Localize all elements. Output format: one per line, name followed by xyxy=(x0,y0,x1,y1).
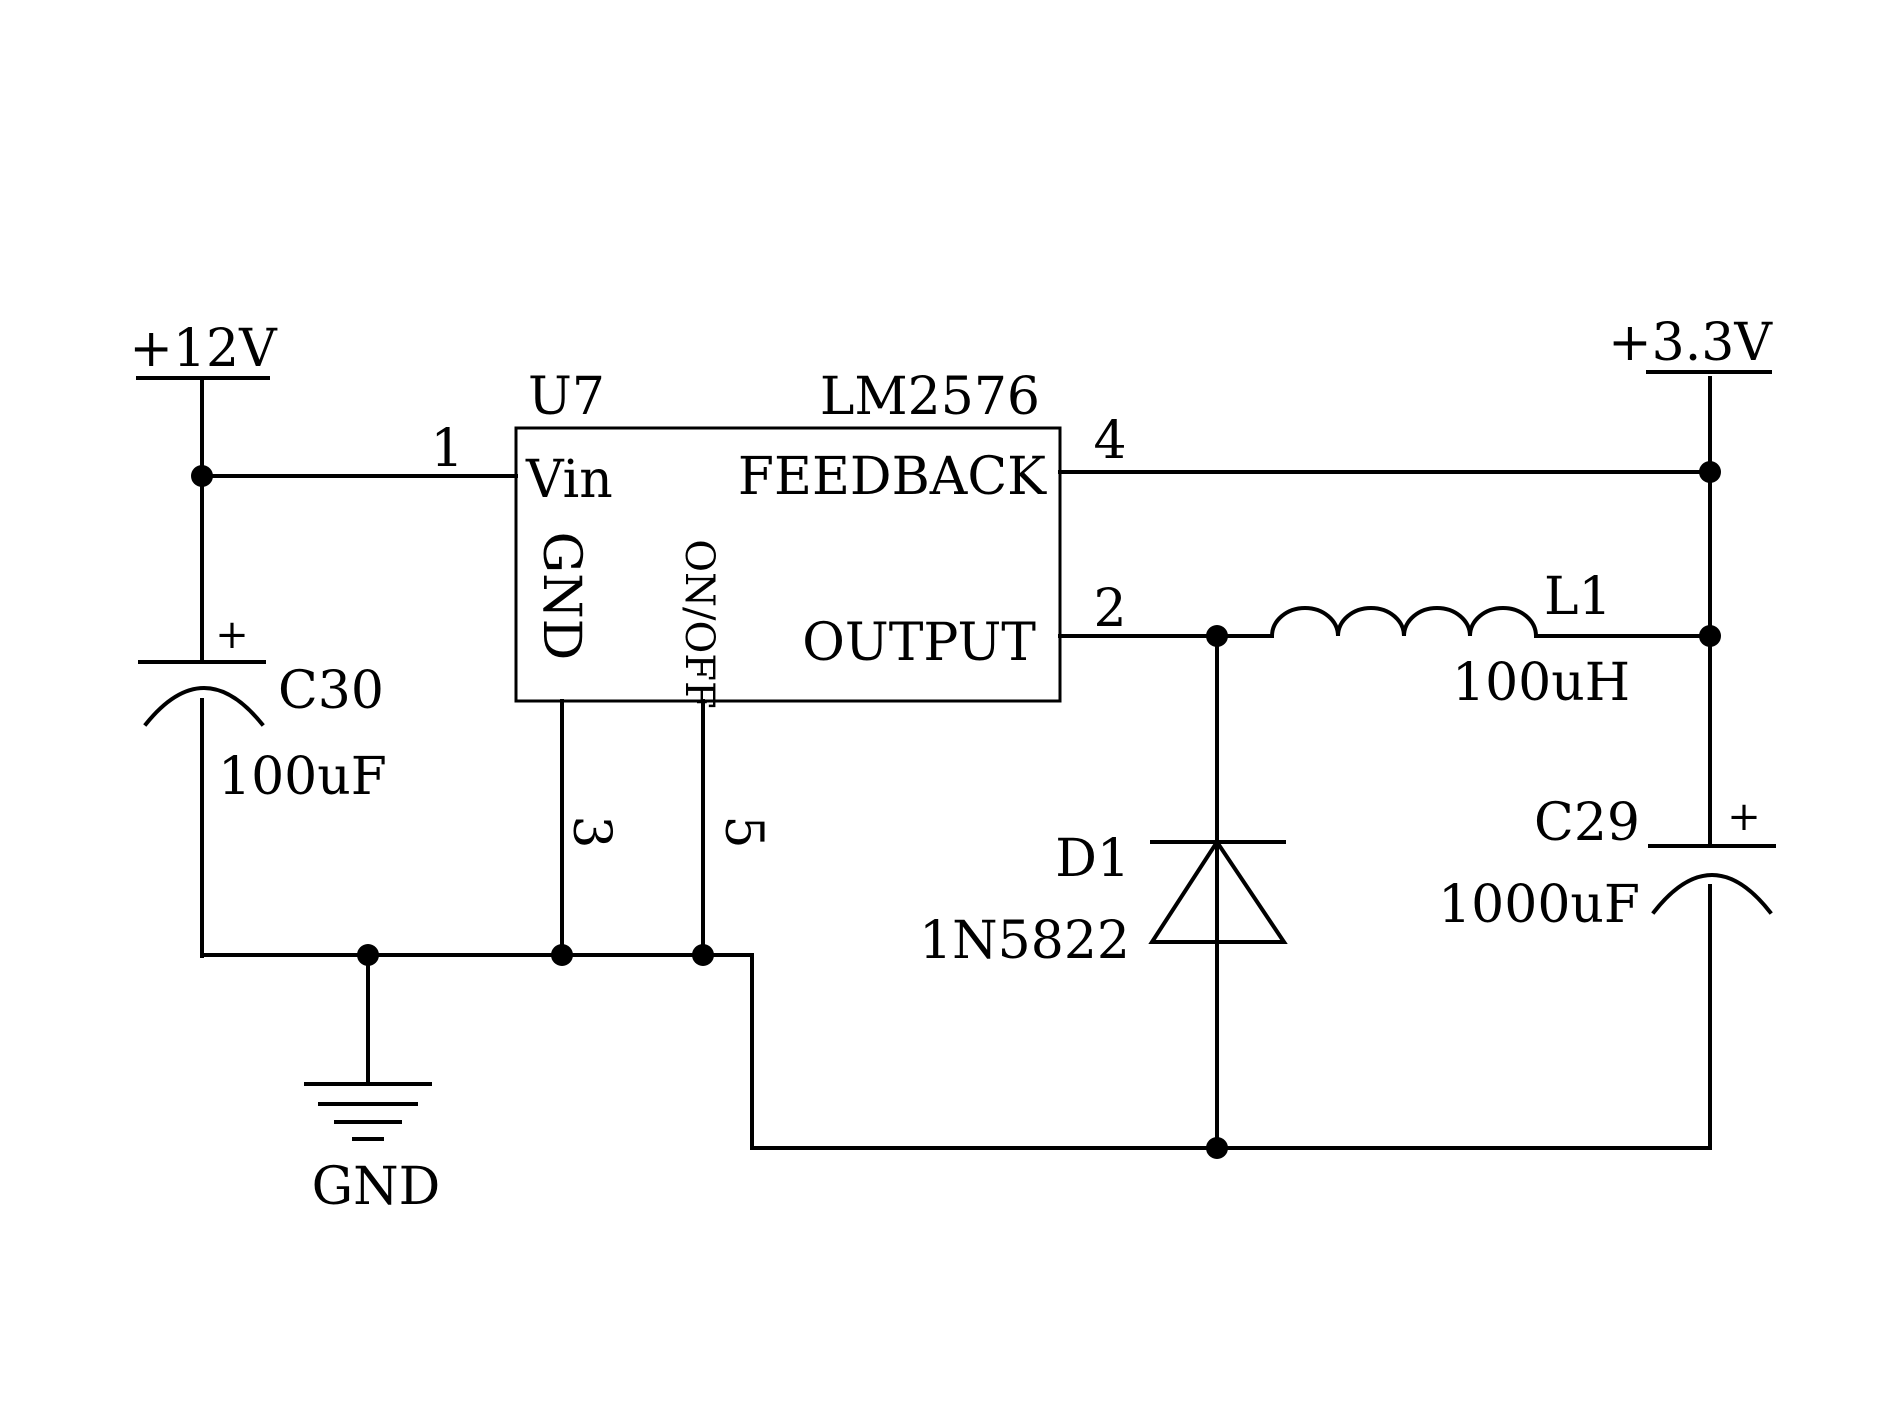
regulator-pin-on-off: ON/OFF xyxy=(676,539,722,709)
c30-capacitor: + C30 100uF xyxy=(138,612,387,958)
c29-value: 1000uF xyxy=(1438,875,1640,935)
l1-inductor: L1 100uH xyxy=(1269,567,1712,713)
input-power-symbol: +12V xyxy=(129,319,278,380)
regulator-pin-gnd: GND xyxy=(531,532,591,661)
output-power-symbol: +3.3V xyxy=(1608,313,1773,374)
d1-value: 1N5822 xyxy=(919,911,1130,971)
c30-value: 100uF xyxy=(218,747,387,807)
regulator-part: LM2576 xyxy=(820,367,1040,427)
pin-number-vin: 1 xyxy=(430,419,463,479)
junction-vin xyxy=(191,465,213,487)
d1-ref: D1 xyxy=(1055,829,1130,889)
output-power-label: +3.3V xyxy=(1608,313,1773,373)
c29-polarity: + xyxy=(1727,794,1761,840)
c29-capacitor: + C29 1000uF xyxy=(1438,793,1776,1150)
regulator-pin-output: OUTPUT xyxy=(802,613,1036,673)
pin-number-gnd: 3 xyxy=(561,815,621,848)
pin-number-output: 2 xyxy=(1093,579,1126,639)
input-power-label: +12V xyxy=(129,319,278,379)
regulator-ref: U7 xyxy=(528,367,605,427)
c30-ref: C30 xyxy=(278,661,384,721)
l1-value: 100uH xyxy=(1452,653,1630,713)
junction-inductor-output xyxy=(1699,625,1721,647)
d1-diode: D1 1N5822 xyxy=(919,634,1288,1150)
l1-ref: L1 xyxy=(1544,567,1612,627)
c30-polarity: + xyxy=(215,612,249,658)
c29-ref: C29 xyxy=(1534,793,1640,853)
pin-number-on-off: 5 xyxy=(713,815,773,848)
regulator-u7: U7 LM2576 Vin FEEDBACK OUTPUT GND ON/OFF xyxy=(514,367,1062,709)
ground-label: GND xyxy=(312,1157,441,1217)
pin-number-feedback: 4 xyxy=(1093,411,1126,471)
regulator-pin-feedback: FEEDBACK xyxy=(738,447,1047,507)
ground-symbol: GND xyxy=(304,953,441,1217)
regulator-pin-vin: Vin xyxy=(525,450,613,510)
